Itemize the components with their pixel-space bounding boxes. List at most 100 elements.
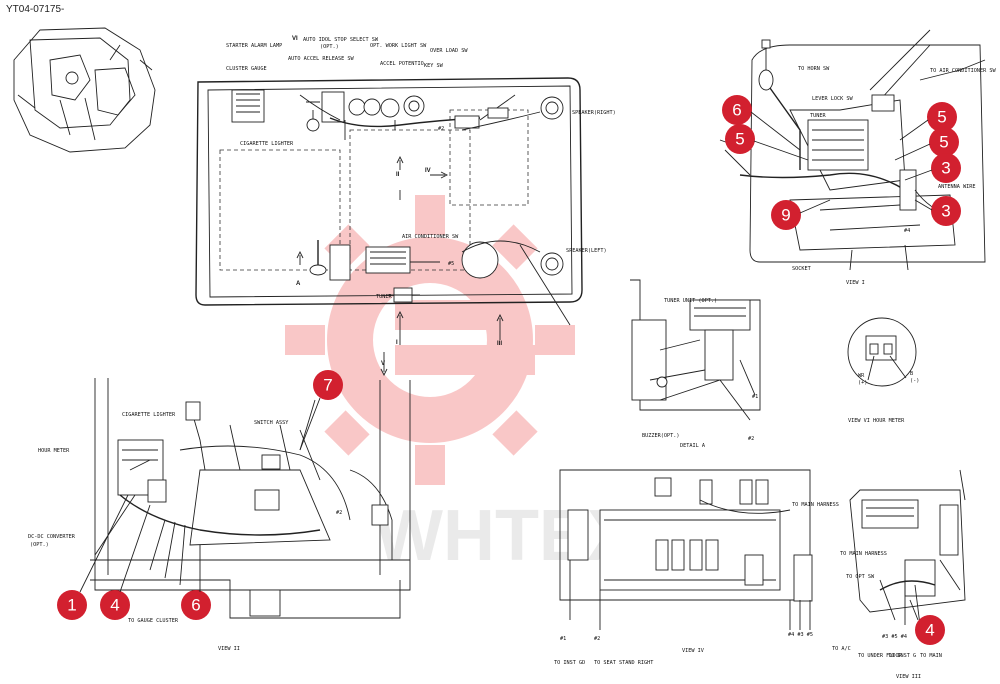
label-tuner-view1: TUNER: [810, 113, 826, 119]
label-to-seat-stand-right: TO SEAT STAND RIGHT: [594, 660, 653, 666]
label-to-air-conditioner-sw: TO AIR CONDITIONER SW: [930, 68, 996, 74]
label-roman-ii: II: [396, 172, 400, 178]
label-hash-2-detail: #2: [748, 436, 754, 442]
callout-badge[interactable]: 3: [931, 153, 961, 183]
label-hash-1-detail: #1: [752, 394, 758, 400]
label-roman-vi: VI: [292, 36, 298, 42]
label-roman-iii: III: [497, 341, 502, 347]
callout-badge[interactable]: 3: [931, 196, 961, 226]
label-opt-paren: (OPT.): [320, 44, 339, 50]
label-key-sw: KEY SW: [424, 63, 444, 69]
label-to-main-harness-1: TO MAIN HARNESS: [792, 502, 839, 508]
label-antenna-wire: ANTENNA WIRE: [938, 184, 975, 190]
label-roman-a: A: [296, 281, 301, 287]
label-view-vi-hour-meter: VIEW VI HOUR METER: [848, 418, 905, 424]
label-auto-idol-stop-select: AUTO IDOL STOP SELECT SW: [303, 37, 379, 43]
label-roman-i: I: [396, 340, 398, 346]
label-hash-4-view1: #4: [904, 228, 910, 234]
top-console-panel: [195, 77, 583, 377]
callout-badge[interactable]: 1: [57, 590, 87, 620]
callout-leaders: [79, 111, 933, 621]
label-roman-v: V: [381, 361, 385, 367]
label-to-under-floor: TO UNDER FLOOR: [858, 653, 903, 659]
svg-text:1: 1: [67, 596, 76, 615]
svg-text:5: 5: [937, 108, 946, 127]
svg-text:6: 6: [191, 596, 200, 615]
svg-text:9: 9: [781, 206, 790, 225]
label-to-opt-sw: TO OPT SW: [846, 574, 875, 580]
label-hour-meter: HOUR METER: [38, 448, 70, 454]
callout-badge[interactable]: 4: [915, 615, 945, 645]
view-i-diagram: [719, 29, 986, 271]
label-to-inst-g: TO INST G: [888, 653, 916, 659]
svg-text:4: 4: [110, 596, 119, 615]
label-to-inst-gd: TO INST GD: [554, 660, 585, 666]
callout-badge[interactable]: 5: [927, 102, 957, 132]
label-roman-iv: IV: [425, 168, 431, 174]
label-to-main: TO MAIN: [920, 653, 942, 659]
label-hash-1-view4: #1: [560, 636, 566, 642]
label-auto-accel-release: AUTO ACCEL RELEASE SW: [288, 56, 354, 62]
label-hash-3-5-4: #3 #5 #4: [882, 634, 907, 640]
label-starter-alarm-lamp: STARTER ALARM LAMP: [226, 43, 282, 49]
label-tuner: TUNER: [376, 294, 392, 300]
label-view-i: VIEW I: [846, 280, 865, 286]
label-over-load: OVER LOAD SW: [430, 48, 468, 54]
callout-badge[interactable]: 5: [929, 127, 959, 157]
label-hash-2-top: #2: [438, 126, 444, 132]
label-air-conditioner-sw: AIR CONDITIONER SW: [402, 234, 459, 240]
label-cigarette-lighter-low: CIGARETTE LIGHTER: [122, 412, 176, 418]
callout-badge[interactable]: 5: [725, 124, 755, 154]
label-to-main-harness-2: TO MAIN HARNESS: [840, 551, 887, 557]
label-opt-low: (OPT.): [30, 542, 49, 548]
label-tuner-unit-opt: TUNER UNIT (OPT.): [664, 298, 717, 304]
label-wr: WR: [858, 373, 865, 379]
label-view-ii: VIEW II: [218, 646, 240, 652]
label-to-gauge-cluster: TO GAUGE CLUSTER: [128, 618, 179, 624]
label-hash-5-top: #5: [448, 261, 454, 267]
label-socket: SOCKET: [792, 266, 811, 272]
label-view-iii: VIEW III: [896, 674, 921, 680]
label-opt-work-light: OPT. WORK LIGHT SW: [370, 43, 427, 49]
svg-text:3: 3: [941, 202, 950, 221]
label-minus: (-): [910, 378, 919, 384]
view-iv-diagram: [559, 469, 813, 630]
label-dc-dc-converter: DC-DC CONVERTER: [28, 534, 76, 540]
label-speaker-right: SPEAKER(RIGHT): [572, 110, 616, 116]
label-speaker-left: SPEAKER(LEFT): [566, 248, 607, 254]
watermark-text: WHTEX: [375, 496, 635, 576]
label-to-ac: TO A/C: [832, 646, 851, 652]
callout-badge[interactable]: 4: [100, 590, 130, 620]
callout-badge[interactable]: 7: [313, 370, 343, 400]
view-iii-diagram: [849, 469, 966, 626]
svg-text:5: 5: [939, 133, 948, 152]
label-accel-potentio: ACCEL POTENTIO: [380, 61, 424, 67]
svg-text:5: 5: [735, 130, 744, 149]
label-b: B: [910, 371, 913, 377]
svg-text:3: 3: [941, 159, 950, 178]
callout-badge[interactable]: 9: [771, 200, 801, 230]
label-cluster-gauge: CLUSTER GAUGE: [226, 66, 267, 72]
svg-text:7: 7: [323, 376, 332, 395]
label-view-iv: VIEW IV: [682, 648, 704, 654]
svg-text:4: 4: [925, 621, 934, 640]
view-ii-diagram: [90, 378, 411, 619]
callout-badge[interactable]: 6: [181, 590, 211, 620]
detail-a-diagram: [630, 279, 761, 421]
label-detail-a: DETAIL A: [680, 443, 706, 449]
label-cigarette-lighter-top: CIGARETTE LIGHTER: [240, 141, 294, 147]
label-to-horn-sw: TO HORN SW: [798, 66, 830, 72]
label-switch-assy: SWITCH ASSY: [254, 420, 289, 426]
document-id: YT04-07175-: [6, 4, 65, 15]
callout-badge[interactable]: 6: [722, 95, 752, 125]
label-hash-4-3-5: #4 #3 #5: [788, 632, 813, 638]
label-lever-lock-sw: LEVER LOCK SW: [812, 96, 853, 102]
label-hash-2-view2: #2: [336, 510, 342, 516]
hour-meter-diagram: [847, 317, 917, 387]
cab-overview-sketch: [13, 27, 156, 153]
svg-text:6: 6: [732, 101, 741, 120]
label-hash-2-view4: #2: [594, 636, 600, 642]
label-buzzer-opt: BUZZER(OPT.): [642, 433, 679, 439]
label-plus: (+): [858, 380, 867, 386]
